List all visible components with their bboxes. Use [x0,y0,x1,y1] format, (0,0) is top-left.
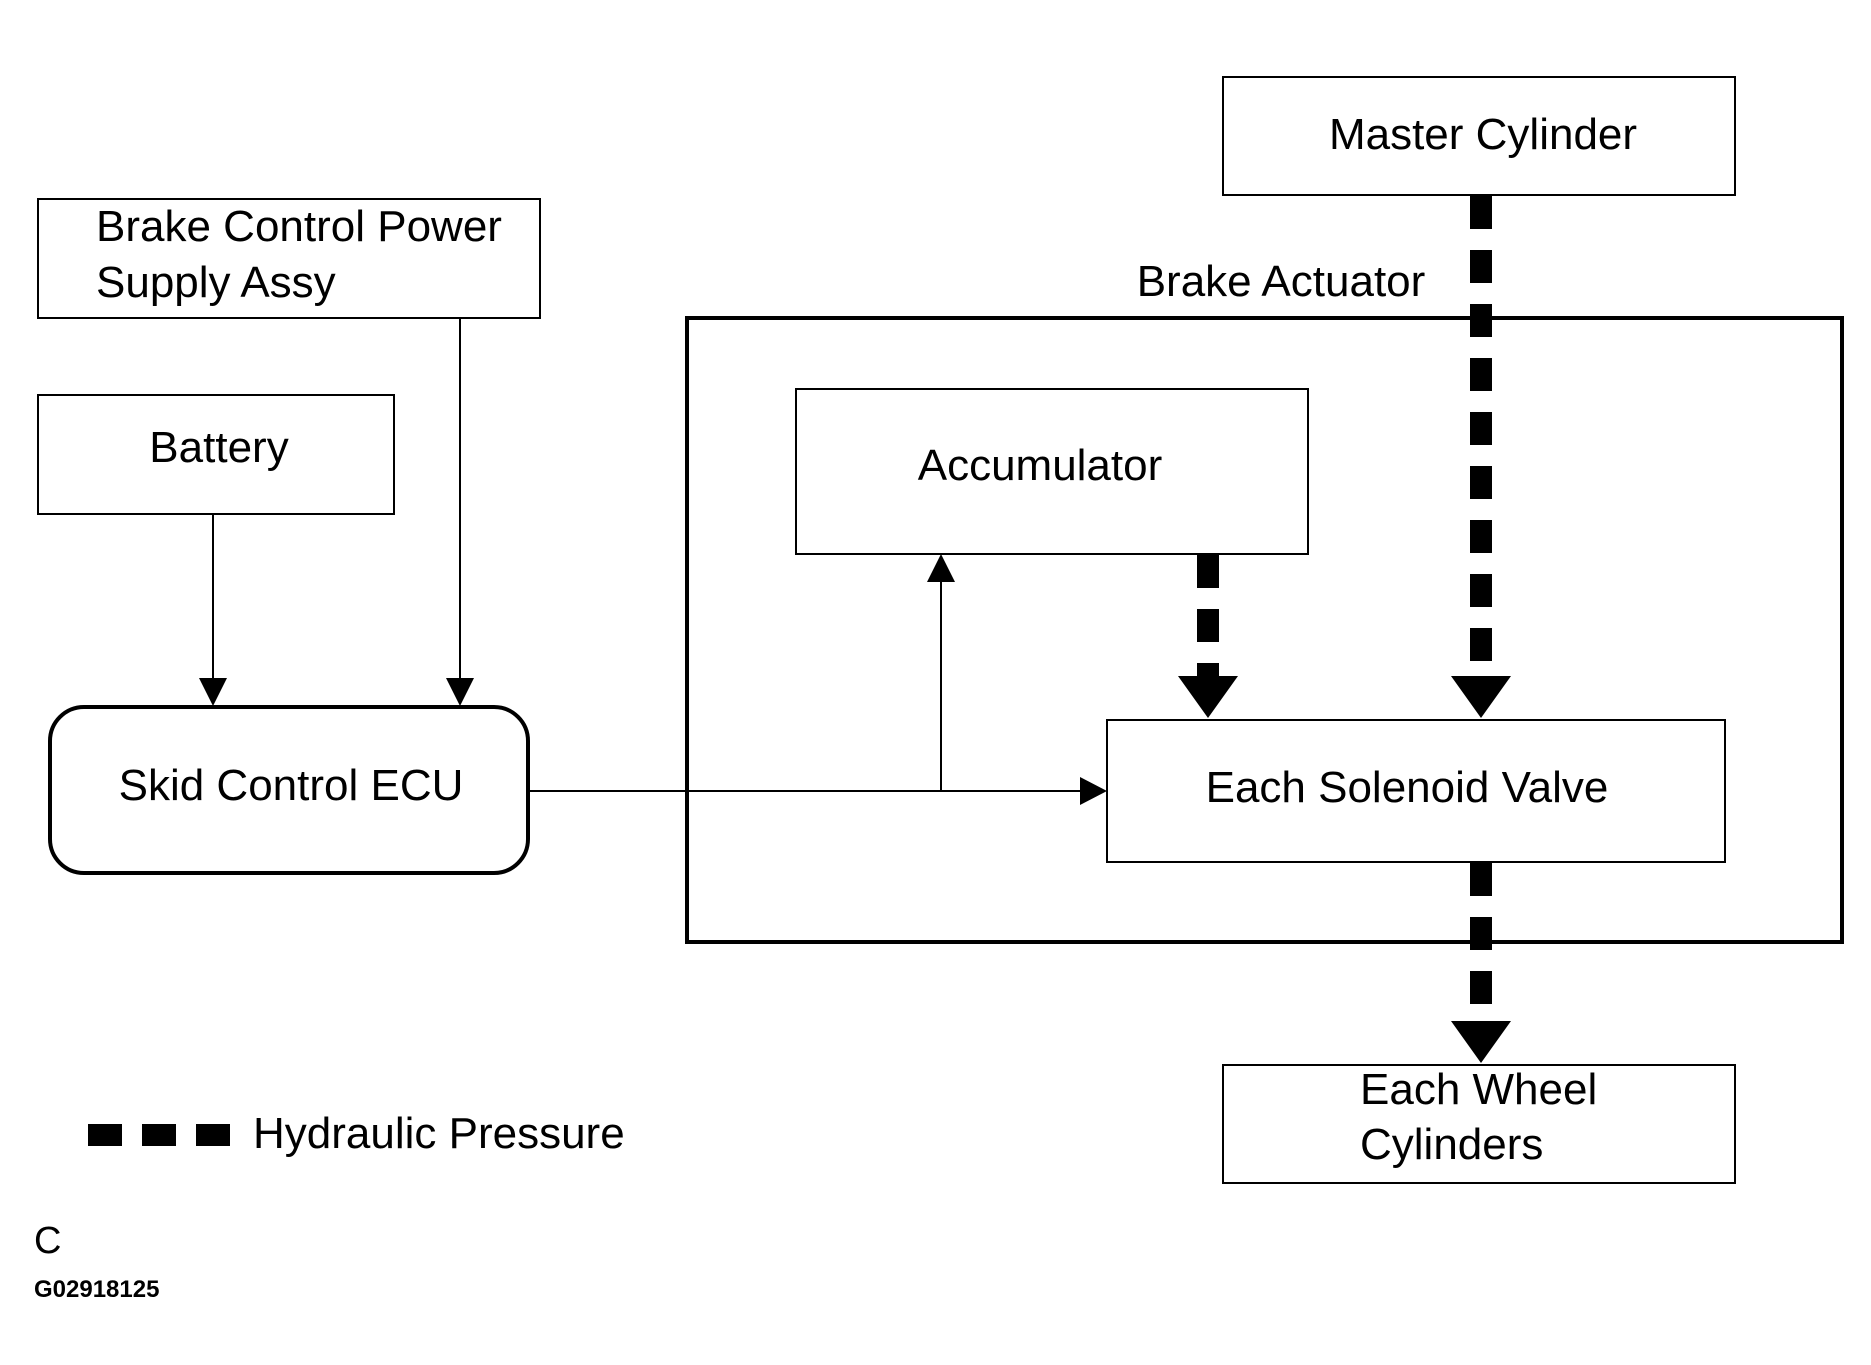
master-cylinder-label: Master Cylinder [1329,110,1637,159]
power-supply-label-line2: Supply Assy [96,258,336,307]
legend-dash-1 [88,1124,122,1146]
hydraulic-connections [1178,196,1511,1063]
master-cylinder-block: Master Cylinder [1222,76,1736,196]
skid-control-ecu-block: Skid Control ECU [48,705,530,875]
legend-dash-2 [142,1124,176,1146]
wheel-cylinders-label-line2: Cylinders [1360,1120,1543,1169]
battery-label: Battery [149,423,288,472]
brake-actuator-enclosure: Brake Actuator [685,257,1844,944]
accumulator-label: Accumulator [918,441,1163,490]
skid-control-ecu-label: Skid Control ECU [119,761,464,810]
battery-to-ecu-arrowhead [199,678,227,706]
figure-code-letter: C [34,1220,61,1262]
legend-dash-3 [196,1124,230,1146]
power-supply-label-line1: Brake Control Power [96,202,502,251]
solenoid-valve-label: Each Solenoid Valve [1206,763,1609,812]
master-to-solenoid-arrowhead [1451,676,1511,718]
brake-actuator-label: Brake Actuator [1137,257,1426,306]
wheel-cylinders-block: Each Wheel Cylinders [1222,1064,1736,1184]
power-supply-block: Brake Control Power Supply Assy [37,198,541,319]
power-supply-to-ecu-arrowhead [446,678,474,706]
wheel-cylinders-label-line1: Each Wheel [1360,1065,1597,1114]
solenoid-valve-block: Each Solenoid Valve [1106,719,1726,863]
accumulator-block: Accumulator [795,388,1309,555]
ecu-to-solenoid-arrowhead [1080,777,1107,805]
figure-footer: C G02918125 [34,1220,159,1303]
accumulator-to-solenoid-arrowhead [1178,676,1238,718]
legend-hydraulic-label: Hydraulic Pressure [253,1109,625,1158]
figure-id: G02918125 [34,1276,159,1303]
legend: Hydraulic Pressure [88,1109,625,1158]
signal-connections [199,318,1107,805]
battery-block: Battery [37,394,395,515]
ecu-to-accumulator-arrowhead [927,554,955,582]
solenoid-to-wheel-arrowhead [1451,1021,1511,1063]
